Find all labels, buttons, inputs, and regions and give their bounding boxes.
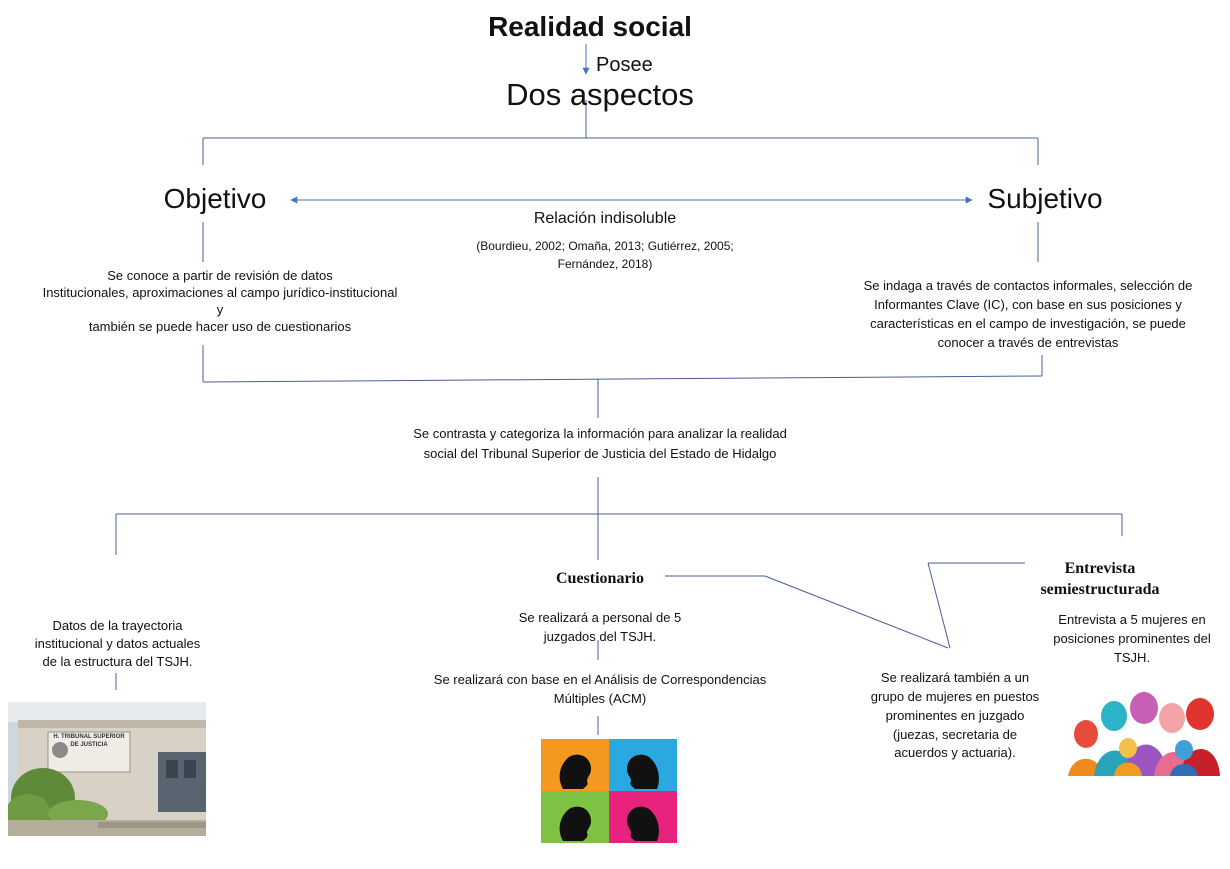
- building-sign: H. TRIBUNAL SUPERIOR DE JUSTICIA: [48, 734, 130, 750]
- grupo-text-line: (juezas, secretaria de: [892, 726, 1018, 742]
- datos-text-line: de la estructura del TSJH.: [42, 654, 193, 670]
- sign-line: DE JUSTICIA: [70, 741, 108, 748]
- citation-line: Fernández, 2018): [557, 257, 653, 271]
- grupo-text-line: acuerdos y actuaria).: [894, 745, 1016, 761]
- objetivo-heading: Objetivo: [163, 183, 267, 214]
- datos-text-line: Datos de la trayectoria: [52, 618, 183, 633]
- entrevista-description: Entrevista a 5 mujeres en posiciones pro…: [1034, 611, 1230, 668]
- silhouettes-image: [541, 739, 677, 843]
- main-title: Realidad social: [488, 11, 692, 42]
- grupo-text-line: Se realizará también a un: [880, 670, 1030, 685]
- cuestionario-personal-text: Se realizará a personal de 5 juzgados de…: [470, 609, 730, 647]
- sign-line: H. TRIBUNAL SUPERIOR: [53, 734, 125, 740]
- cuestionario-acm-text: Se realizará con base en el Análisis de …: [380, 671, 820, 709]
- subjetivo-description: Se indaga a través de contactos informal…: [828, 277, 1228, 352]
- relacion-label: Relación indisoluble: [533, 210, 677, 227]
- women-silhouettes-image: [1068, 686, 1220, 776]
- cuestionario-heading: Cuestionario: [556, 570, 644, 587]
- cuestionario-text-line: Múltiples (ACM): [553, 690, 647, 706]
- objetivo-text-line: y: [216, 301, 224, 317]
- contrasta-text-line: social del Tribunal Superior de Justicia…: [423, 446, 777, 462]
- subjetivo-text-line: Se indaga a través de contactos informal…: [863, 278, 1193, 293]
- objetivo-text-line: Se conoce a partir de revisión de datos: [107, 268, 333, 283]
- subjetivo-heading: Subjetivo: [987, 183, 1103, 214]
- entrevista-text-line: TSJH.: [1113, 649, 1151, 665]
- entrevista-text-line: posiciones prominentes del: [1053, 630, 1211, 646]
- cuestionario-text-line: Se realizará con base en el Análisis de …: [433, 672, 767, 687]
- grupo-text-line: prominentes en juzgado: [885, 707, 1025, 723]
- cuestionario-text-line: juzgados del TSJH.: [543, 628, 657, 644]
- cuestionario-text-line: Se realizará a personal de 5: [518, 610, 682, 625]
- contrasta-text: Se contrasta y categoriza la información…: [350, 424, 850, 464]
- dos-aspectos-label: Dos aspectos: [506, 77, 694, 112]
- objetivo-text-line: también se puede hacer uso de cuestionar…: [88, 318, 352, 334]
- objetivo-description: Se conoce a partir de revisión de datos …: [0, 268, 440, 336]
- tribunal-building-photo: H. TRIBUNAL SUPERIOR DE JUSTICIA: [8, 702, 206, 836]
- entrevista-text-line: Entrevista a 5 mujeres en: [1058, 612, 1206, 627]
- grupo-text-line: grupo de mujeres en puestos: [870, 688, 1040, 704]
- posee-label: Posee: [596, 54, 653, 76]
- datos-text-line: institucional y datos actuales: [34, 636, 201, 652]
- relacion-citations: (Bourdieu, 2002; Omaña, 2013; Gutiérrez,…: [440, 237, 770, 273]
- grupo-mujeres-text: Se realizará también a un grupo de mujer…: [850, 669, 1060, 763]
- subjetivo-text-line: conocer a través de entrevistas: [937, 334, 1119, 350]
- entrevista-heading-line: semiestructurada: [1040, 580, 1160, 598]
- citation-line: (Bourdieu, 2002; Omaña, 2013; Gutiérrez,…: [476, 239, 734, 253]
- datos-description: Datos de la trayectoria institucional y …: [15, 617, 220, 672]
- contrasta-text-line: Se contrasta y categoriza la información…: [413, 426, 787, 441]
- subjetivo-text-line: Informantes Clave (IC), con base en sus …: [874, 296, 1182, 312]
- entrevista-heading: Entrevista semiestructurada: [1010, 559, 1190, 601]
- subjetivo-text-line: características en el campo de investiga…: [870, 315, 1186, 331]
- entrevista-heading-line: Entrevista: [1064, 560, 1136, 577]
- objetivo-text-line: Institucionales, aproximaciones al campo…: [42, 284, 398, 300]
